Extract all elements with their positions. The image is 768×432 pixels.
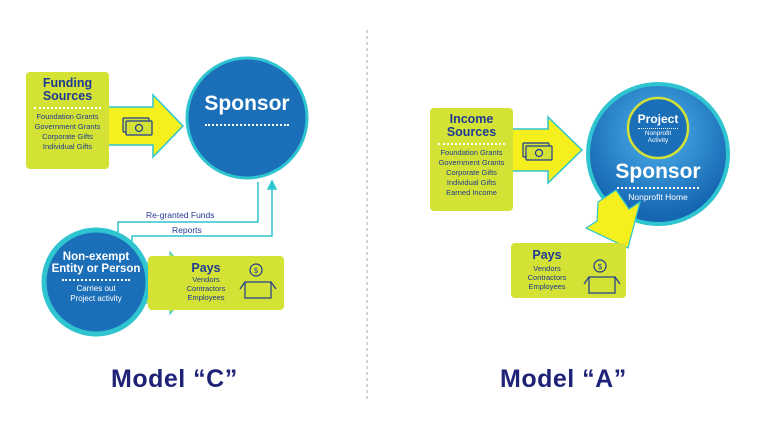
list-item: Contractors: [527, 273, 567, 282]
money-icon-a: [522, 142, 553, 161]
list-item: Government Grants: [34, 122, 101, 131]
funding-sources-list: Foundation Grants Government Grants Corp…: [26, 112, 109, 152]
divider: [62, 279, 130, 281]
pays-title: Pays: [191, 261, 221, 275]
project-title: Project: [637, 112, 679, 126]
reports-arrow: [131, 179, 278, 242]
model-a-label: Model “A”: [500, 365, 627, 393]
reports-label: Reports: [172, 225, 202, 235]
list-item: Government Grants: [438, 158, 505, 167]
divider: [617, 187, 699, 189]
divider: [205, 124, 289, 126]
list-item: Vendors: [533, 264, 561, 273]
entity-title: Non-exempt Entity or Person: [51, 251, 141, 275]
entity-subtitle: Carries out Project activity: [70, 284, 122, 303]
sponsor-label-a: Sponsor: [615, 160, 701, 183]
list-item: Earned Income: [446, 188, 497, 197]
regranted-funds-label: Re-granted Funds: [146, 210, 215, 220]
divider: [34, 107, 101, 109]
income-sources-list: Foundation Grants Government Grants Corp…: [430, 148, 513, 198]
list-item: Corporate Gifts: [446, 168, 497, 177]
pays-box-c: Pays Vendors Contractors Employees: [148, 256, 284, 310]
list-item: Foundation Grants: [36, 112, 99, 121]
pays-title: Pays: [532, 248, 562, 262]
project-text: Project Nonprofit Activity: [628, 112, 688, 144]
model-c-label: Model “C”: [111, 365, 238, 393]
income-sources-box: Income Sources Foundation Grants Governm…: [430, 108, 513, 211]
pays-list: Vendors Contractors Employees: [168, 275, 244, 302]
list-item: Individual Gifts: [446, 178, 497, 187]
pays-list: Vendors Contractors Employees: [511, 264, 583, 291]
sponsor-subtitle-a: Nonprofit Home: [628, 192, 688, 202]
entity-text: Non-exempt Entity or Person Carries out …: [50, 251, 142, 304]
sponsor-label-c: Sponsor: [204, 92, 290, 115]
list-item: Corporate Gifts: [42, 132, 93, 141]
list-item: Employees: [528, 282, 566, 291]
sponsor-circle-c: [185, 56, 309, 180]
pays-box-a: Pays Vendors Contractors Employees: [511, 243, 626, 298]
sponsor-to-pays-arrow: [584, 189, 641, 249]
list-item: Vendors: [192, 275, 220, 284]
income-sources-title: Income Sources: [446, 112, 497, 139]
project-subtitle: Nonprofit Activity: [644, 130, 672, 144]
list-item: Individual Gifts: [42, 142, 93, 151]
funding-sources-box: Funding Sources Foundation Grants Govern…: [26, 72, 109, 169]
list-item: Foundation Grants: [440, 148, 503, 157]
list-item: Contractors: [186, 284, 226, 293]
funding-sources-title: Funding Sources: [42, 76, 93, 103]
money-icon: [122, 117, 153, 136]
divider: [438, 143, 505, 145]
list-item: Employees: [187, 293, 225, 302]
divider: [638, 128, 678, 129]
